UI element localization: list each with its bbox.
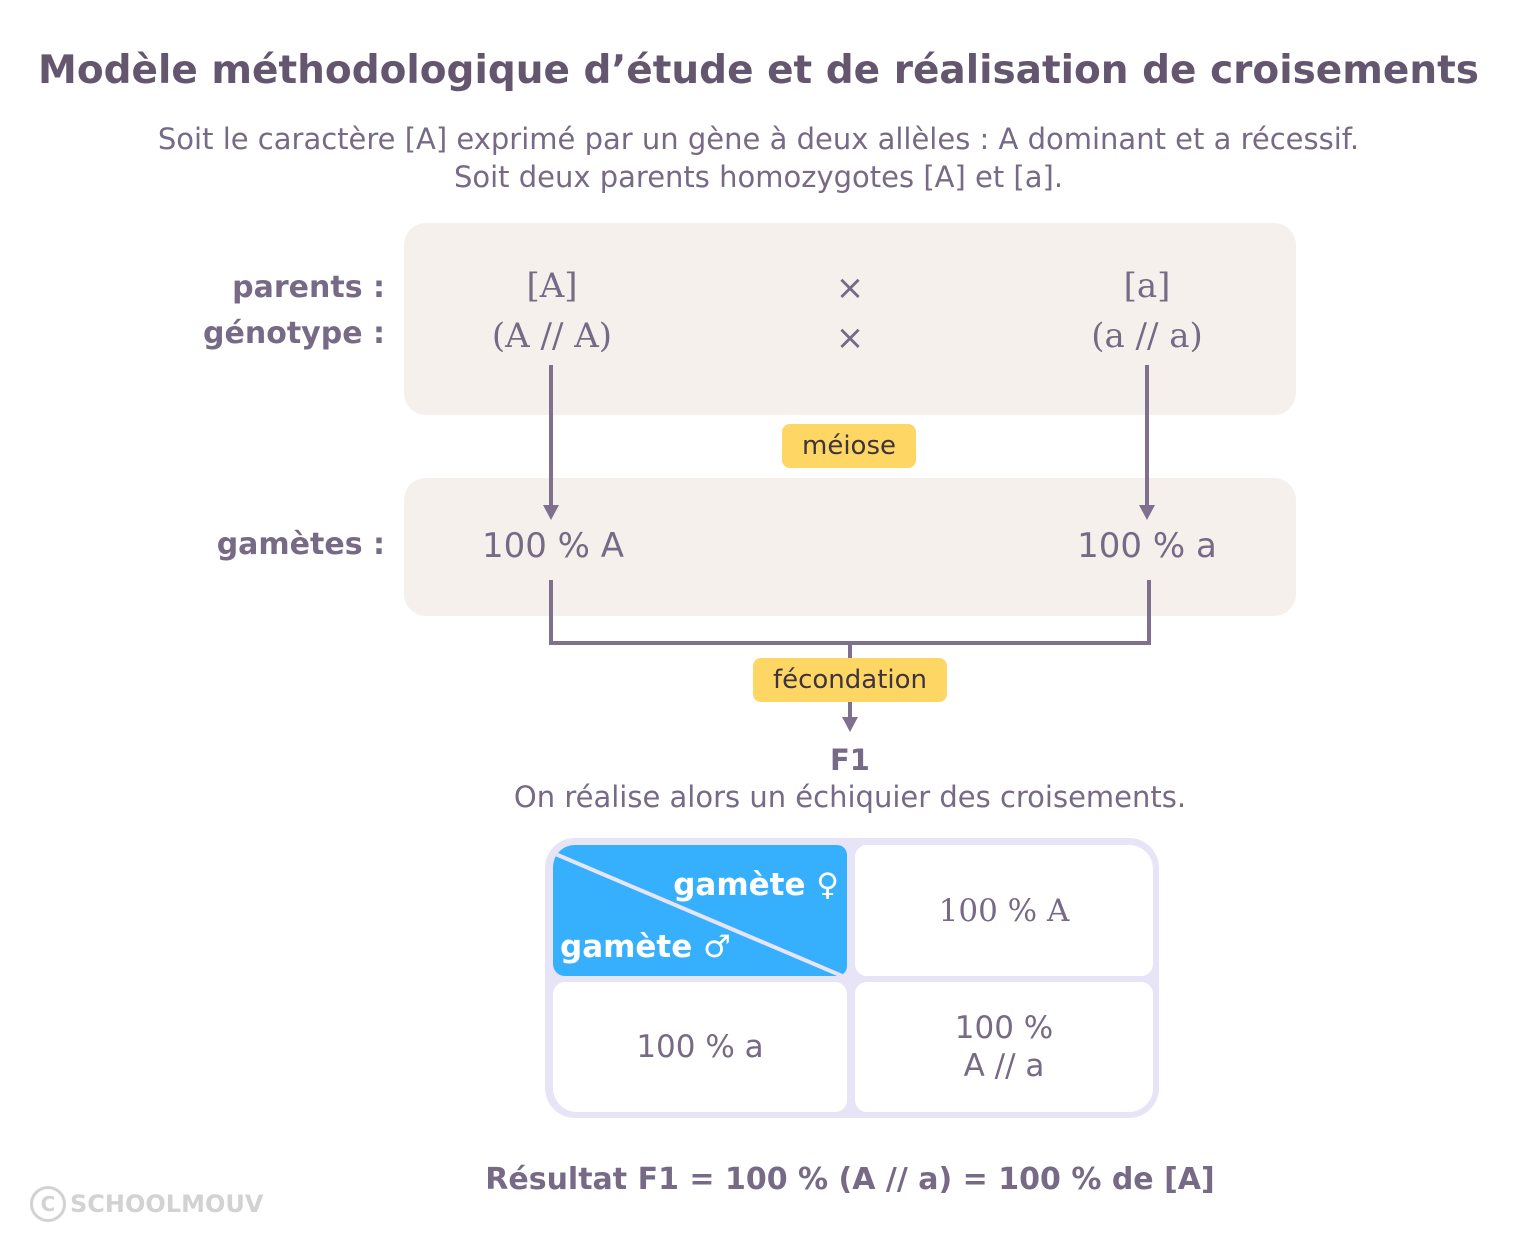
fecondation-tag: fécondation — [753, 658, 947, 702]
genotype-label: génotype : — [203, 316, 385, 351]
result-cell-line-2: A // a — [963, 1048, 1045, 1084]
male-gamete-label: gamète ♂ — [560, 929, 731, 965]
result-summary: Résultat F1 = 100 % (A // a) = 100 % de … — [485, 1162, 1215, 1197]
right-gamete: 100 % a — [1077, 526, 1217, 566]
row-header-cell: 100 % a — [553, 982, 847, 1112]
right-phenotype: [a] — [1123, 266, 1171, 306]
cross-symbol: × — [835, 318, 865, 358]
female-gamete-label: gamète ♀ — [673, 867, 839, 903]
punnett-header-cell: gamète ♀ gamète ♂ — [553, 845, 847, 976]
f1-label: F1 — [830, 743, 870, 777]
gametes-label: gamètes : — [216, 527, 385, 562]
left-genotype: (A // A) — [491, 316, 613, 356]
punnett-square: gamète ♀ gamète ♂ 100 % A 100 % a 100 % … — [545, 838, 1159, 1118]
intro-line-2: Soit deux parents homozygotes [A] et [a]… — [453, 160, 1064, 194]
parents-label: parents : — [232, 270, 385, 305]
diagram-title: Modèle méthodologique d’étude et de réal… — [38, 48, 1479, 93]
copyright-icon: C — [30, 1186, 66, 1222]
intro-line-1: Soit le caractère [A] exprimé par un gèn… — [157, 122, 1360, 156]
intro-text: Soit le caractère [A] exprimé par un gèn… — [0, 120, 1517, 196]
fecondation-bracket — [549, 580, 1151, 645]
f1-text: On réalise alors un échiquier des croise… — [513, 780, 1187, 814]
right-genotype: (a // a) — [1091, 316, 1203, 356]
result-cell-line-1: 100 % — [954, 1010, 1054, 1046]
result-cell: 100 % A // a — [855, 982, 1153, 1112]
watermark-text: SCHOOLMOUV — [70, 1190, 264, 1218]
left-phenotype: [A] — [526, 266, 578, 306]
column-header-cell: 100 % A — [855, 845, 1153, 976]
left-gamete: 100 % A — [481, 526, 625, 566]
meiose-tag: méiose — [782, 424, 916, 468]
schoolmouv-watermark: C SCHOOLMOUV — [30, 1186, 263, 1222]
column-header-value: 100 % A — [938, 892, 1070, 929]
cross-symbol: × — [835, 268, 865, 308]
row-header-value: 100 % a — [636, 1029, 764, 1065]
